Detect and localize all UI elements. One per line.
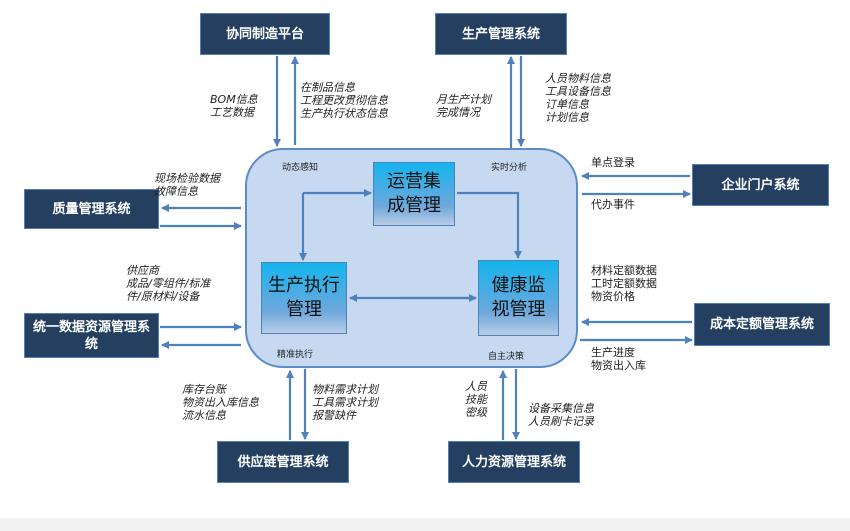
system-supply-chain[interactable]: 供应链管理系统 [217, 441, 349, 483]
label-quality: 现场检验数据 故障信息 [154, 172, 220, 198]
label-hr-out: 设备采集信息 人员刷卡记录 [528, 402, 594, 428]
corner-label-autonomous-decision: 自主决策 [488, 352, 525, 362]
label-supply-in: 库存台账 物资出入库信息 流水信息 [182, 383, 259, 422]
module-health-monitoring[interactable]: 健康监视管理 [478, 260, 559, 336]
system-production-management[interactable]: 生产管理系统 [435, 13, 567, 55]
label-cost-out: 生产进度 物资出入库 [591, 346, 646, 372]
label-hr-in: 人员 技能 密级 [465, 380, 487, 419]
label-collab-out: 在制品信息 工程更改贯彻信息 生产执行状态信息 [300, 81, 388, 120]
corner-label-realtime-analysis: 实时分析 [491, 163, 528, 173]
label-collab-in: BOM信息 工艺数据 [210, 93, 258, 119]
system-enterprise-portal[interactable]: 企业门户系统 [692, 164, 829, 206]
corner-label-precise-execution: 精准执行 [277, 350, 314, 360]
system-quality-management[interactable]: 质量管理系统 [24, 189, 159, 229]
label-prod-in: 人员物料信息 工具设备信息 订单信息 计划信息 [545, 72, 611, 124]
label-cost-in: 材料定额数据 工时定额数据 物资价格 [591, 264, 657, 303]
module-production-execution[interactable]: 生产执行管理 [261, 262, 347, 334]
system-cost-quota[interactable]: 成本定额管理系统 [694, 303, 830, 346]
arrow-ops-to-health [457, 191, 522, 259]
label-portal-in: 单点登录 [591, 156, 635, 169]
corner-label-dynamic-sensing: 动态感知 [282, 163, 319, 173]
system-unified-data-resource[interactable]: 统一数据资源管理系统 [24, 313, 159, 358]
label-prod-out: 月生产计划 完成情况 [436, 93, 491, 119]
footer-bar [0, 518, 850, 531]
system-collab-platform[interactable]: 协同制造平台 [200, 13, 330, 55]
label-data: 供应商 成品/零组件/标准 件/原材料/设备 [126, 264, 211, 303]
system-human-resources[interactable]: 人力资源管理系统 [448, 441, 580, 483]
module-operations-integration[interactable]: 运营集成管理 [373, 162, 455, 226]
label-supply-out: 物料需求计划 工具需求计划 报警缺件 [312, 383, 378, 422]
label-portal-out: 代办事件 [591, 198, 635, 211]
